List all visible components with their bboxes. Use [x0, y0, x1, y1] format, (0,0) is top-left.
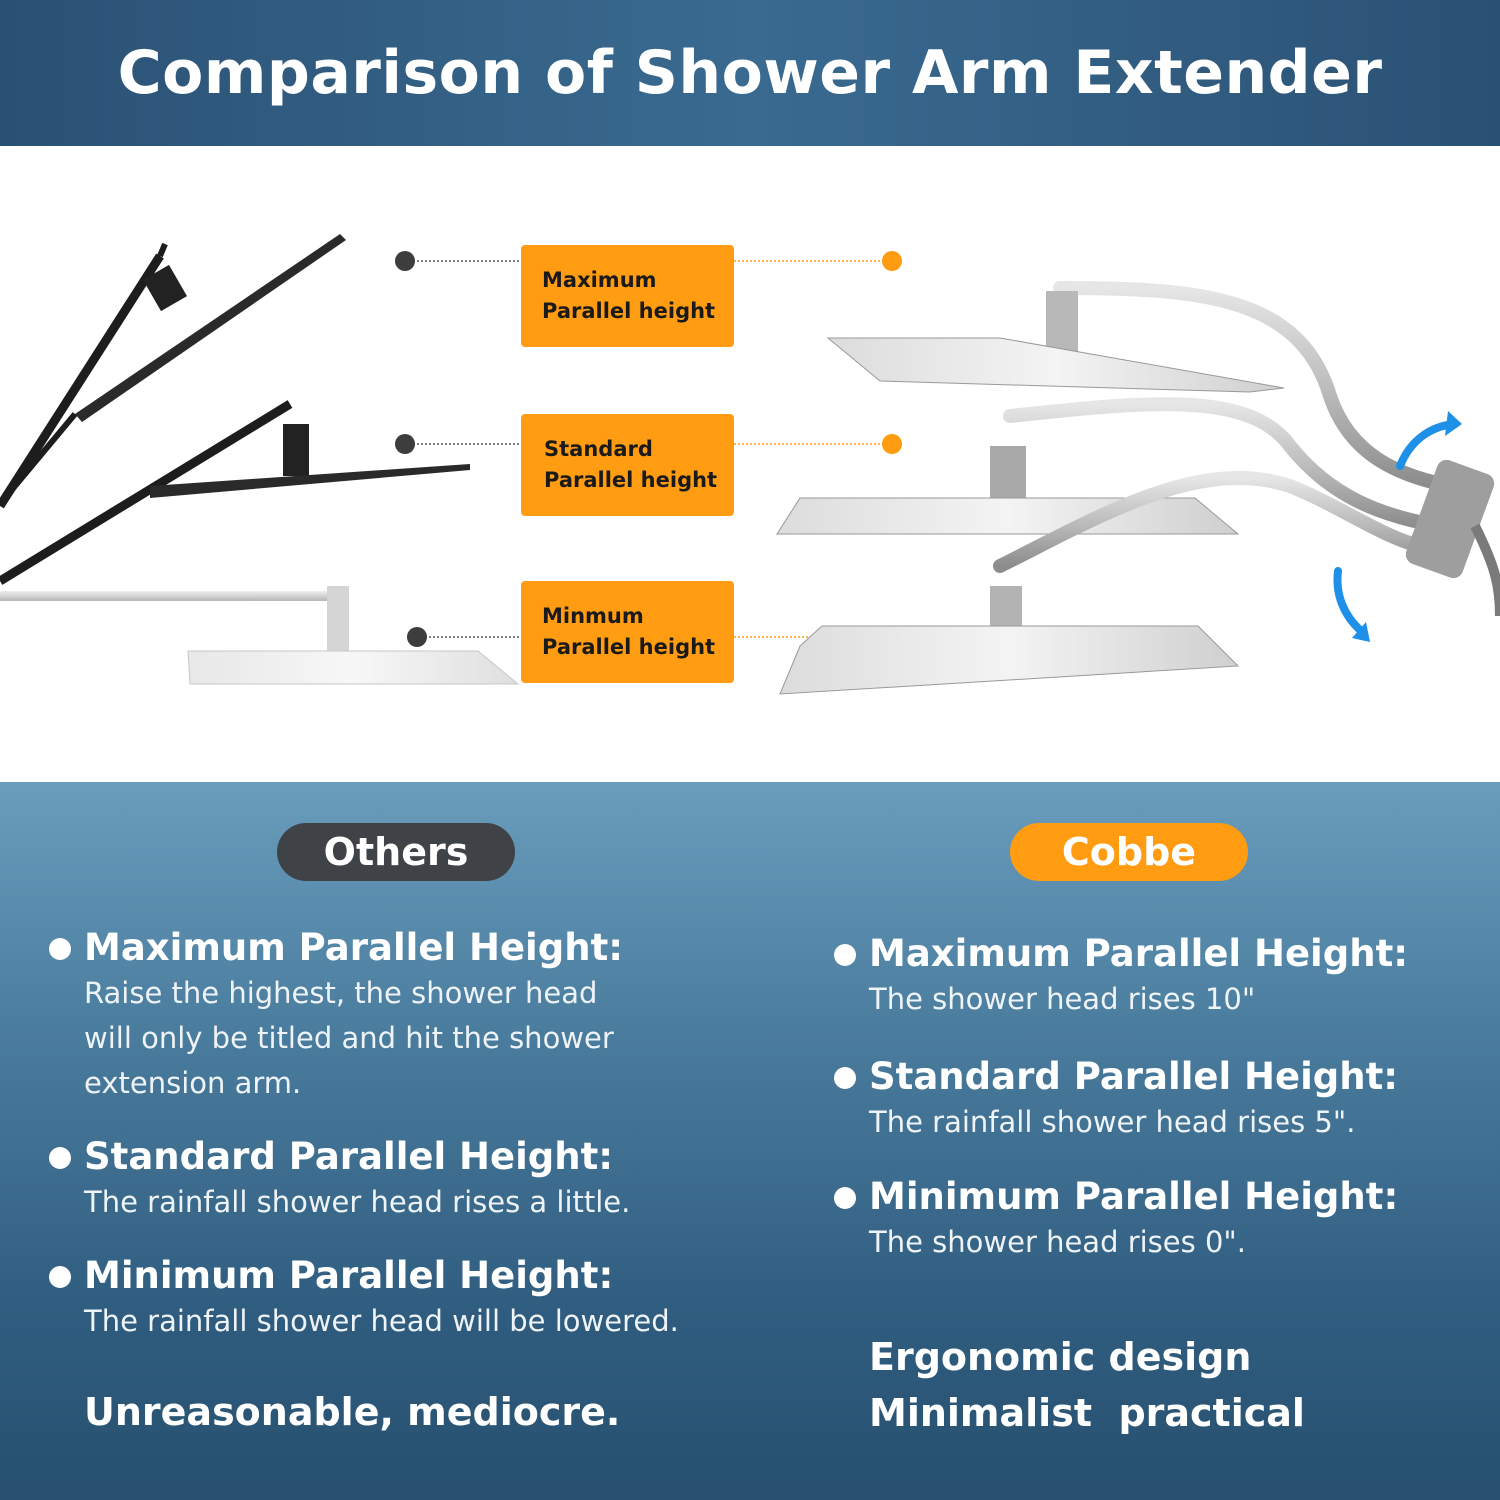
- bullet-dot: [49, 938, 71, 960]
- cobbe-label: Cobbe: [1010, 823, 1248, 881]
- bullet-dot: [49, 1147, 71, 1169]
- others-label: Others: [277, 823, 515, 881]
- adjust-arrows-icon: [1333, 411, 1462, 642]
- bullet-dot: [49, 1266, 71, 1288]
- callout-minimum: Minmum Parallel height: [521, 581, 734, 683]
- cobbe-head-min: [779, 471, 1427, 695]
- cobbe-summary: Ergonomic design Minimalist practical: [869, 1335, 1305, 1435]
- cobbe-head-max: [826, 281, 1457, 493]
- others-black-head-standard: [0, 400, 470, 585]
- others-summary: Unreasonable, mediocre.: [84, 1390, 621, 1434]
- others-black-head-max: [0, 234, 346, 509]
- comparison-panel: Others Cobbe Maximum Parallel Height: Ra…: [0, 782, 1500, 1500]
- cobbe-item-min: Minimum Parallel Height: The shower head…: [869, 1175, 1399, 1259]
- others-item-max: Maximum Parallel Height: Raise the highe…: [84, 926, 624, 1100]
- cobbe-item-max: Maximum Parallel Height: The shower head…: [869, 932, 1409, 1016]
- page-title: Comparison of Shower Arm Extender: [117, 38, 1383, 108]
- callout-standard: Standard Parallel height: [521, 414, 734, 516]
- others-silver-head-min: [0, 586, 520, 685]
- others-item-min: Minimum Parallel Height: The rainfall sh…: [84, 1254, 679, 1338]
- bullet-dot: [834, 1067, 856, 1089]
- comparison-illustration: Maximum Parallel height Standard Paralle…: [0, 146, 1500, 782]
- callout-maximum: Maximum Parallel height: [521, 245, 734, 347]
- others-item-standard: Standard Parallel Height: The rainfall s…: [84, 1135, 631, 1219]
- cobbe-item-standard: Standard Parallel Height: The rainfall s…: [869, 1055, 1399, 1139]
- bullet-dot: [834, 944, 856, 966]
- bullet-dot: [834, 1187, 856, 1209]
- shower-illustration: [0, 234, 1500, 695]
- header-banner: Comparison of Shower Arm Extender: [0, 0, 1500, 146]
